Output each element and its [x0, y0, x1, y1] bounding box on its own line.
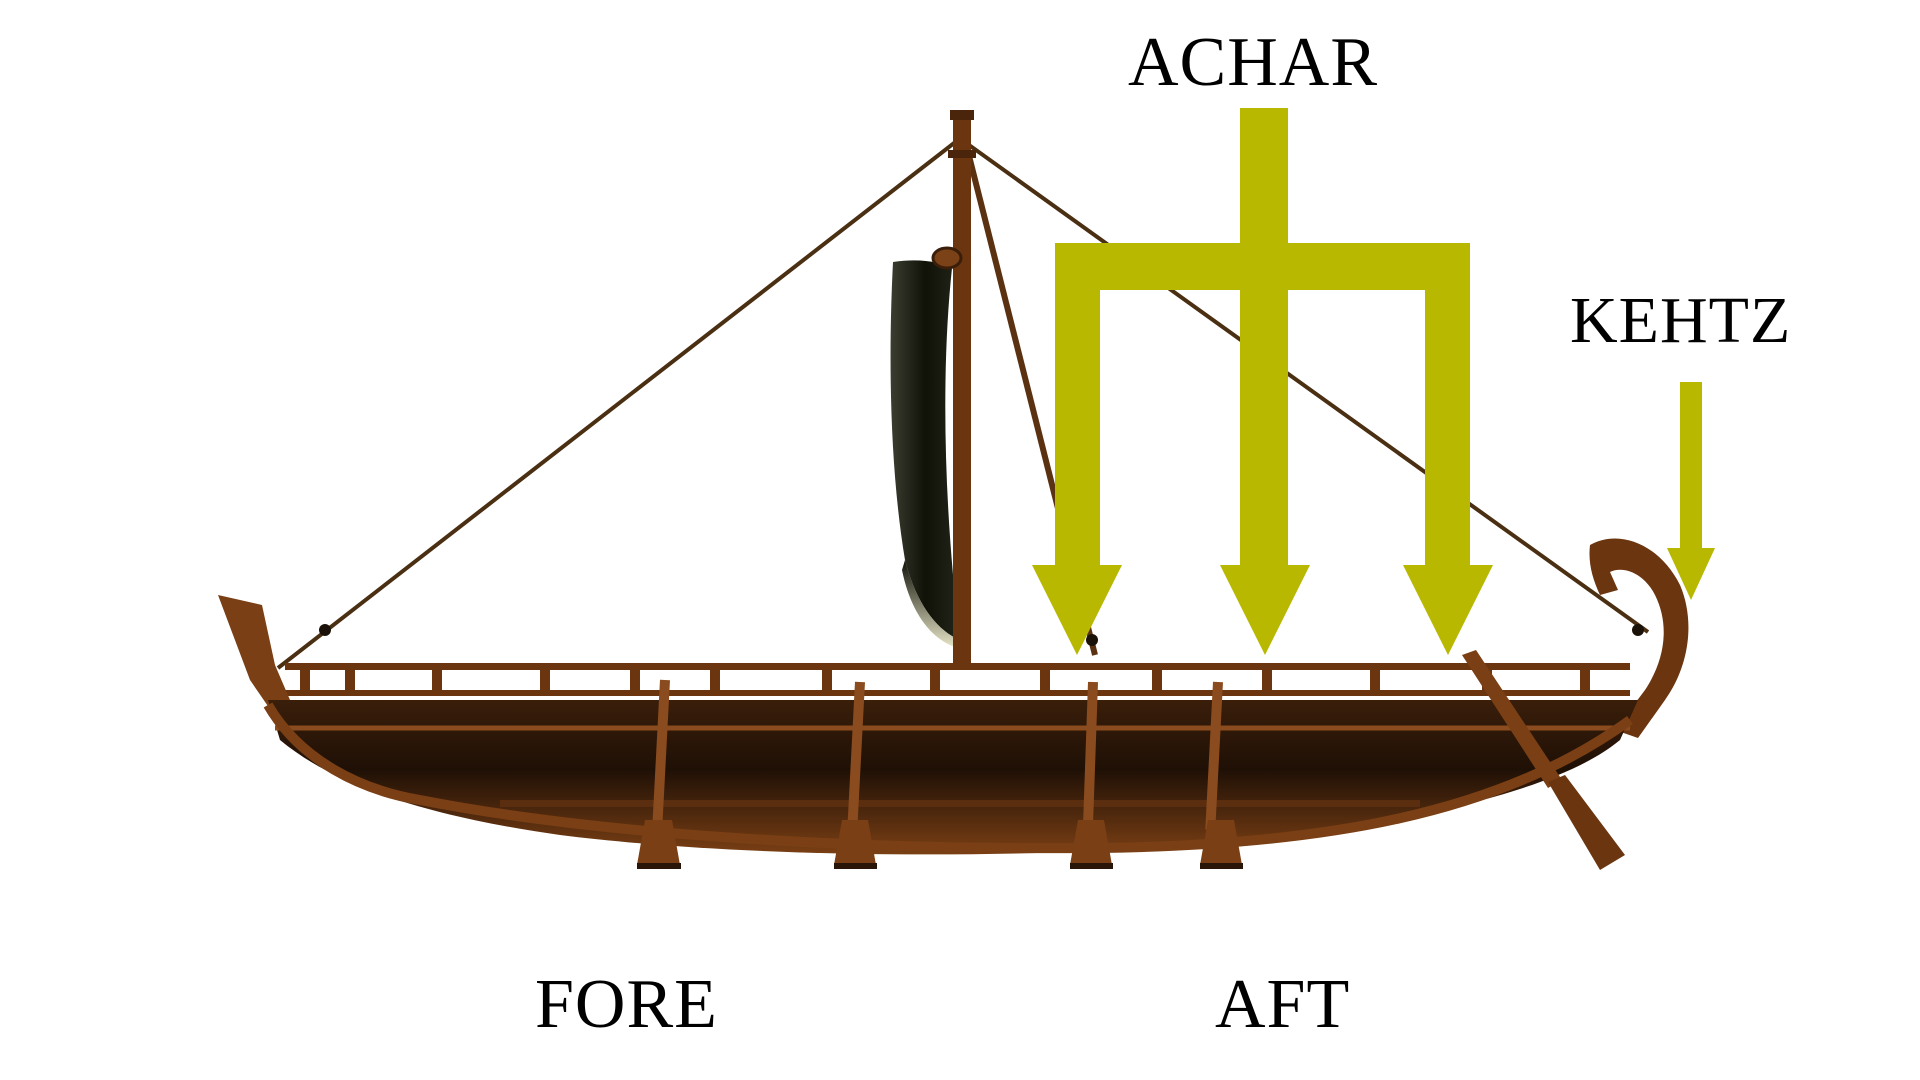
- railing-stanchion: [300, 668, 310, 694]
- oar-3: [1070, 681, 1113, 869]
- aft-label: AFT: [1215, 966, 1351, 1043]
- kehtz-label: KEHTZ: [1570, 284, 1792, 357]
- bow-post: [218, 595, 290, 712]
- railing-stanchion: [630, 668, 640, 694]
- furled-sail: [890, 260, 960, 648]
- oars: [637, 650, 1625, 870]
- kehtz-force-arrow: [1667, 382, 1715, 600]
- railing-stanchion: [540, 668, 550, 694]
- stay-block-aft: [1632, 624, 1644, 636]
- oar-1: [637, 679, 681, 869]
- railing-stanchion: [822, 668, 832, 694]
- steering-oar: [1462, 650, 1625, 870]
- back-stay: [960, 138, 1650, 634]
- railing-stanchion: [1370, 668, 1380, 694]
- deck-railing: [285, 663, 1630, 696]
- railing-stanchion: [710, 668, 720, 694]
- railing-stanchion: [432, 668, 442, 694]
- hull-strake: [500, 800, 1420, 807]
- brace-block: [1086, 634, 1098, 646]
- railing-stanchion: [1262, 668, 1272, 694]
- achar-label: ACHAR: [1128, 24, 1379, 101]
- stay-block-fore: [319, 624, 331, 636]
- railing-stanchion: [1580, 668, 1590, 694]
- railing-stanchion: [1152, 668, 1162, 694]
- stern-post: [1589, 538, 1689, 738]
- railing-stanchion: [930, 668, 940, 694]
- railing-stanchion: [345, 668, 355, 694]
- hull: [268, 700, 1638, 855]
- mast: [931, 110, 976, 670]
- fore-stay: [276, 138, 960, 670]
- achar-force-arrow: [1032, 108, 1493, 655]
- railing-stanchion: [1040, 668, 1050, 694]
- oar-2: [834, 681, 877, 869]
- fore-label: FORE: [535, 966, 718, 1043]
- oar-4: [1200, 681, 1243, 869]
